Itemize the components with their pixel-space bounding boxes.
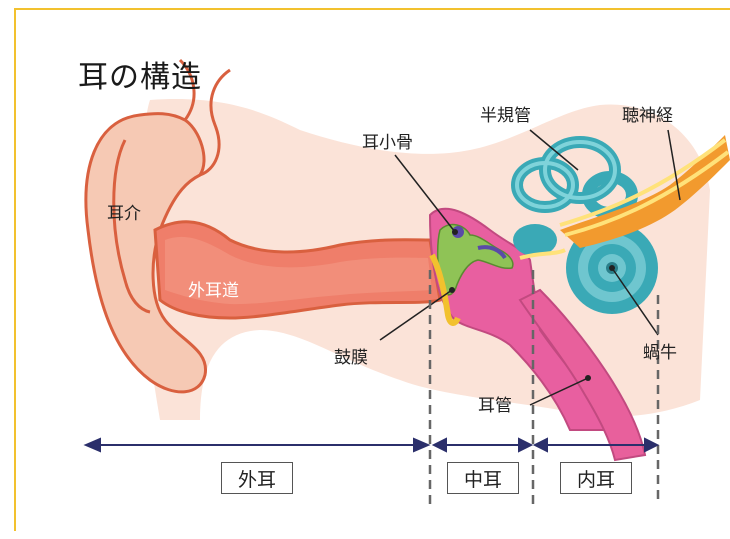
diagram-title: 耳の構造 (78, 60, 202, 95)
eustachian-tube-shape (518, 288, 647, 462)
label-eardrum: 鼓膜 (334, 348, 368, 368)
vestibule-shape (513, 224, 557, 256)
canal-inner (165, 236, 432, 305)
label-pinna: 耳介 (107, 204, 141, 224)
eardrum-shape (429, 253, 461, 326)
semicircular-canals-inner (515, 140, 617, 209)
label-ear-canal: 外耳道 (188, 281, 239, 301)
label-cochlea: 蝸牛 (643, 343, 677, 363)
section-middle-ear: 中耳 (447, 462, 519, 494)
nerve-strands (559, 138, 730, 237)
section-dividers (428, 270, 660, 505)
leader-dot-tube (585, 375, 591, 381)
label-eustachian-tube: 耳管 (478, 396, 512, 416)
image-frame (14, 8, 730, 531)
leader-dot-drum (449, 287, 455, 293)
range-arrows (83, 437, 660, 453)
section-inner-ear: 内耳 (560, 462, 632, 494)
pinna-fold (112, 139, 151, 314)
label-auditory-nerve: 聴神経 (622, 106, 673, 126)
auditory-nerve-shape (560, 135, 730, 248)
nerve-branch (519, 248, 566, 260)
label-ossicles: 耳小骨 (362, 133, 413, 153)
section-outer-ear: 外耳 (221, 462, 293, 494)
leader-dot-cochlea (609, 265, 615, 271)
skin-outline-top (178, 58, 231, 177)
stapes-shape (477, 245, 507, 260)
leader-lines (379, 129, 681, 406)
leader-dot-ossicle (452, 229, 458, 235)
label-semicircular-canals: 半規管 (480, 106, 531, 126)
